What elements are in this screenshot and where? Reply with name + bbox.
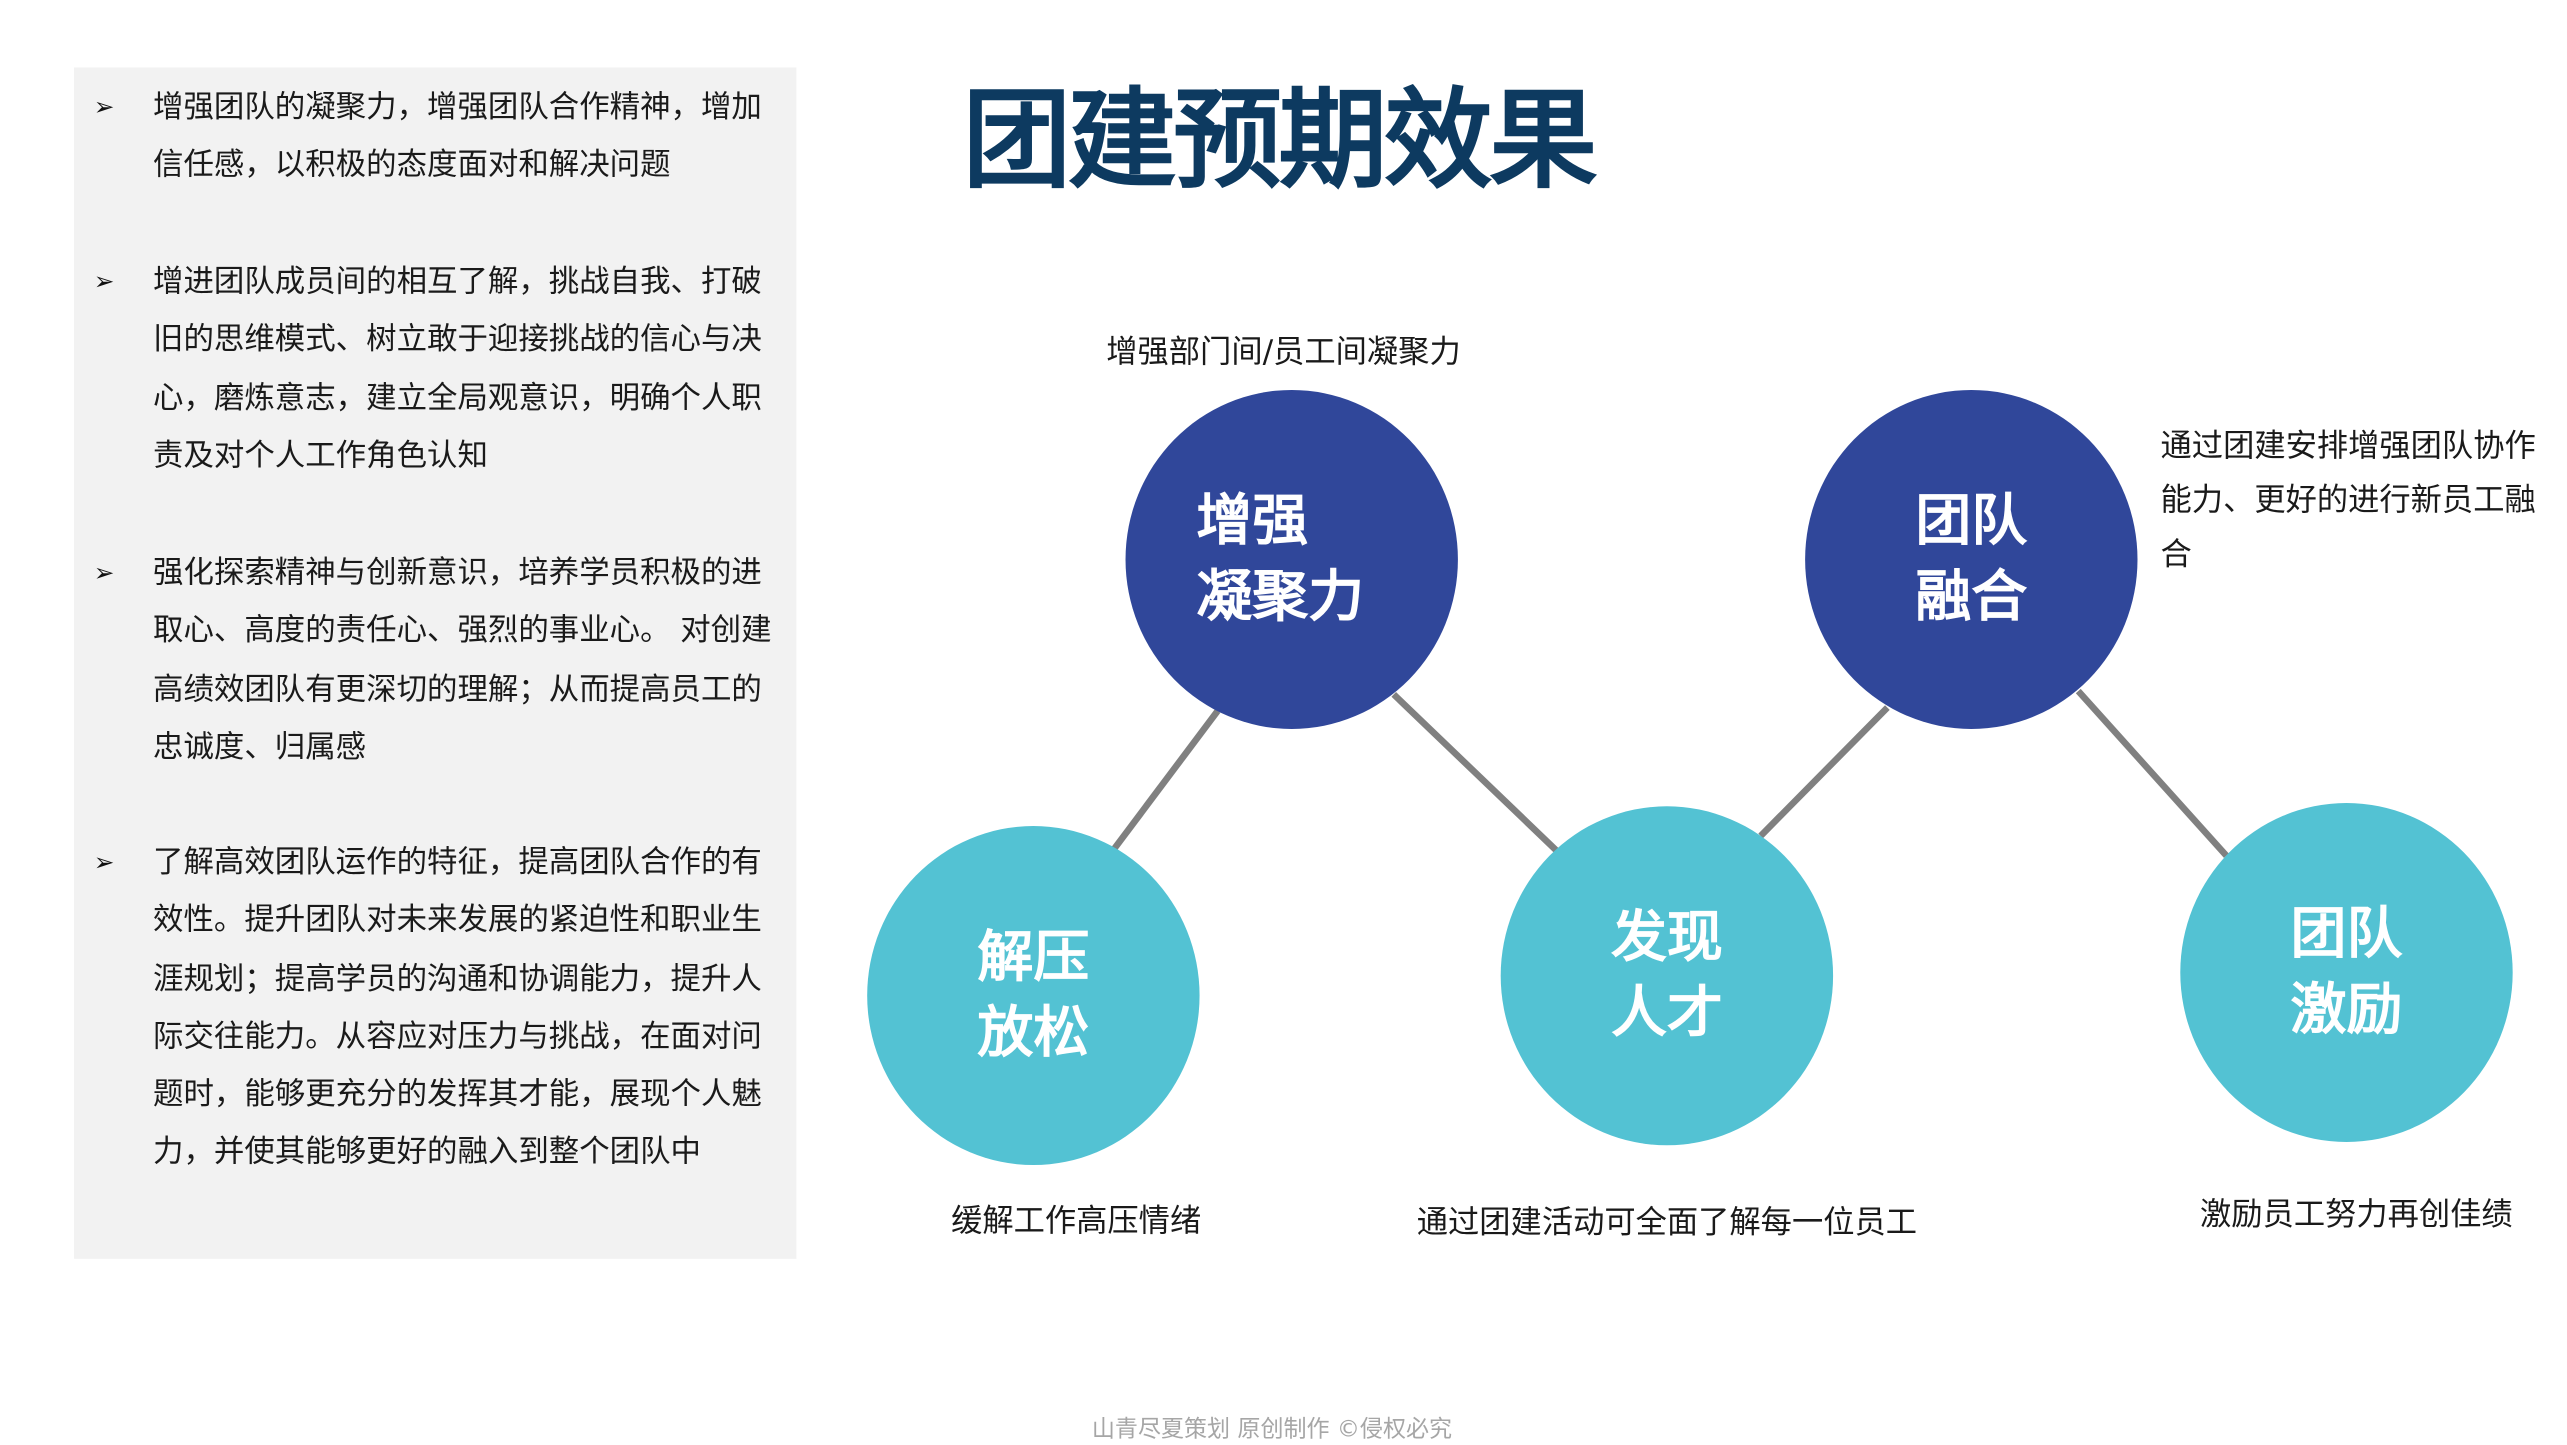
page-title: 团建预期效果	[962, 75, 1598, 205]
node-caption: 通过团建安排增强团队协作能力、更好的进行新员工融合	[2160, 427, 2536, 573]
node-integration: 团队 融合	[1805, 389, 2138, 729]
node-label: 解压	[977, 924, 1090, 991]
node-label: 增强	[1196, 488, 1309, 555]
node-label: 融合	[1915, 564, 2028, 631]
node-cohesion: 增强 凝聚力	[1125, 389, 1458, 729]
node-talent: 发现 人才	[1500, 806, 1834, 1146]
bullet-text: 增进团队成员间的相互了解，挑战自我、打破旧的思维模式、树立敢于迎接挑战的信心与决…	[153, 264, 762, 474]
bullet-text: 了解高效团队运作的特征，提高团队合作的有效性。提升团队对未来发展的紧迫性和职业生…	[153, 845, 762, 1171]
node-label: 凝聚力	[1196, 564, 1365, 631]
node-motivation: 团队 激励	[2180, 803, 2513, 1142]
bullet-text: 增强团队的凝聚力，增强团队合作精神，增加信任感，以积极的态度面对和解决问题	[153, 90, 762, 184]
node-label: 放松	[977, 1000, 1090, 1067]
node-caption: 缓解工作高压情绪	[951, 1202, 1202, 1240]
node-label: 团队	[1915, 488, 2028, 555]
connector-line	[1391, 692, 1559, 854]
bullet-text: 强化探索精神与创新意识，培养学员积极的进取心、高度的责任心、强烈的事业心。 对创…	[153, 556, 772, 765]
text-panel	[74, 67, 797, 1259]
node-caption: 增强部门间/员工间凝聚力	[1106, 334, 1461, 371]
arrowhead-bullet-icon: ➢	[93, 557, 115, 588]
arrowhead-bullet-icon: ➢	[93, 847, 115, 878]
footer-watermark: 山青尽夏策划 原创制作 ©侵权必究	[1091, 1416, 1453, 1444]
arrowhead-bullet-icon: ➢	[93, 92, 115, 122]
node-caption: 通过团建活动可全面了解每一位员工	[1416, 1204, 1918, 1241]
connector-line	[2075, 688, 2229, 858]
connector-line	[1111, 708, 1221, 852]
connector-line	[1758, 705, 1890, 839]
node-label: 团队	[2290, 901, 2403, 968]
node-relax: 解压 放松	[867, 826, 1200, 1166]
node-label: 激励	[2290, 977, 2403, 1044]
node-label: 人才	[1610, 980, 1723, 1047]
node-label: 发现	[1610, 905, 1723, 971]
arrowhead-bullet-icon: ➢	[93, 266, 115, 297]
node-caption: 激励员工努力再创佳绩	[2200, 1196, 2513, 1233]
